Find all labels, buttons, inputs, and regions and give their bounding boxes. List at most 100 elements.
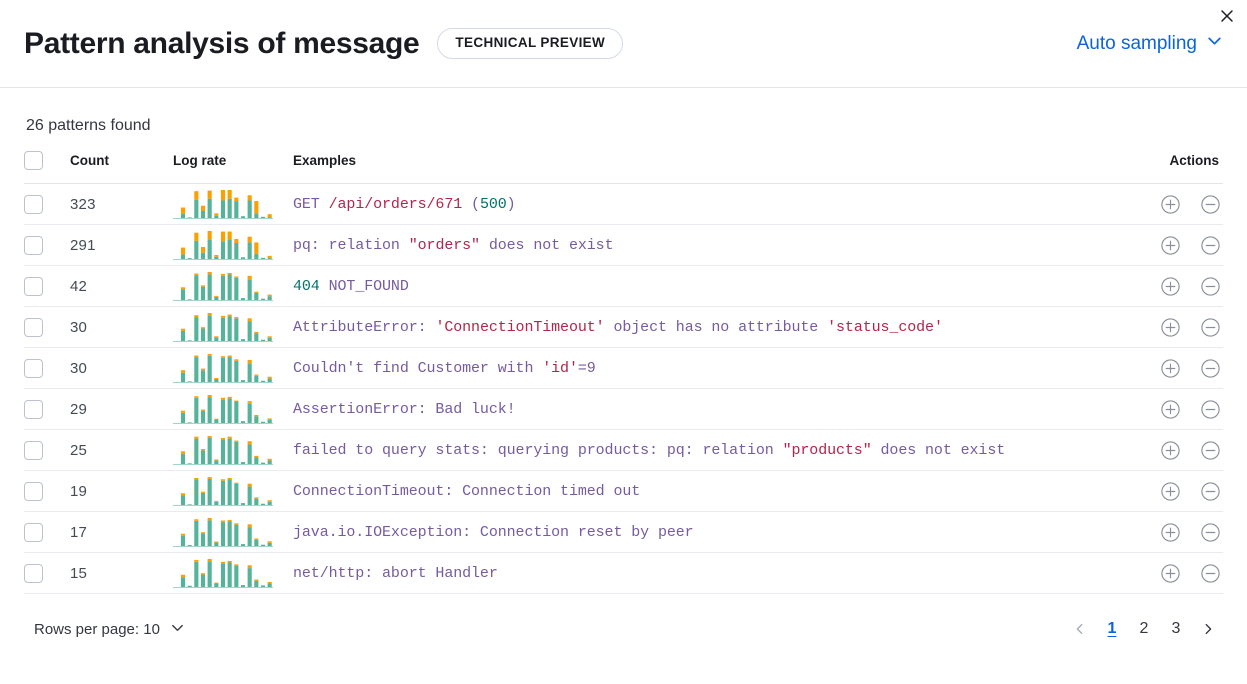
row-checkbox[interactable] [24, 481, 43, 501]
log-rate-sparkline [173, 306, 293, 348]
table-row[interactable]: 25 failed to query stats: querying produc… [24, 429, 1223, 471]
circle-minus-icon[interactable] [1197, 232, 1223, 258]
example-token: =9 [577, 359, 596, 377]
log-rate-sparkline [173, 265, 293, 307]
row-checkbox[interactable] [24, 194, 43, 214]
example-token: object has no attribute [604, 318, 828, 336]
circle-minus-icon[interactable] [1197, 396, 1223, 422]
row-count: 323 [70, 183, 173, 225]
circle-minus-icon[interactable] [1197, 191, 1223, 217]
circle-plus-icon[interactable] [1157, 396, 1183, 422]
example-token: does not exist [479, 236, 614, 254]
table-row[interactable]: 29 AssertionError: Bad luck! [24, 388, 1223, 430]
header-log-rate: Log rate [173, 151, 293, 184]
row-actions [1117, 429, 1223, 471]
row-example-message: GET /api/orders/671 (500) [293, 183, 1117, 225]
circle-minus-icon[interactable] [1197, 478, 1223, 504]
row-count: 15 [70, 552, 173, 594]
row-checkbox[interactable] [24, 358, 43, 378]
row-checkbox[interactable] [24, 563, 43, 583]
example-token: pq: relation [293, 236, 409, 254]
row-checkbox[interactable] [24, 399, 43, 419]
circle-minus-icon[interactable] [1197, 519, 1223, 545]
table-row[interactable]: 291 pq: relation "orders" does not exist [24, 224, 1223, 266]
row-select-cell [24, 224, 70, 266]
circle-minus-icon[interactable] [1197, 314, 1223, 340]
circle-plus-icon[interactable] [1157, 273, 1183, 299]
table-row[interactable]: 323 GET /api/orders/671 (500) [24, 183, 1223, 225]
row-checkbox[interactable] [24, 522, 43, 542]
rows-per-page-selector[interactable]: Rows per page: 10 [34, 620, 185, 639]
log-rate-sparkline [173, 224, 293, 266]
example-token: GET [293, 195, 329, 213]
log-rate-sparkline [173, 388, 293, 430]
close-icon[interactable] [1213, 2, 1241, 30]
circle-plus-icon[interactable] [1157, 314, 1183, 340]
log-rate-sparkline [173, 470, 293, 512]
row-example-message: java.io.IOException: Connection reset by… [293, 511, 1117, 553]
circle-plus-icon[interactable] [1157, 355, 1183, 381]
pagination: 1 2 3 [1065, 614, 1223, 644]
auto-sampling-label: Auto sampling [1076, 32, 1197, 54]
circle-plus-icon[interactable] [1157, 478, 1183, 504]
page-1-button[interactable]: 1 [1107, 620, 1117, 637]
circle-minus-icon[interactable] [1197, 560, 1223, 586]
circle-minus-icon[interactable] [1197, 273, 1223, 299]
example-token: failed to query stats: querying products… [293, 441, 783, 459]
circle-plus-icon[interactable] [1157, 437, 1183, 463]
row-checkbox[interactable] [24, 235, 43, 255]
row-count: 291 [70, 224, 173, 266]
row-select-cell [24, 511, 70, 553]
row-actions [1117, 347, 1223, 389]
row-count: 30 [70, 306, 173, 348]
example-token: "orders" [408, 236, 480, 254]
row-count: 25 [70, 429, 173, 471]
row-select-cell [24, 183, 70, 225]
chevron-left-icon[interactable] [1065, 614, 1095, 644]
row-example-message: 404 NOT_FOUND [293, 265, 1117, 307]
page-2-button[interactable]: 2 [1139, 620, 1149, 637]
row-checkbox[interactable] [24, 440, 43, 460]
row-actions [1117, 306, 1223, 348]
header-count[interactable]: Count [70, 151, 173, 184]
example-token: 'ConnectionTimeout' [435, 318, 605, 336]
row-checkbox[interactable] [24, 276, 43, 296]
circle-minus-icon[interactable] [1197, 355, 1223, 381]
example-token: 500 [479, 195, 507, 213]
circle-minus-icon[interactable] [1197, 437, 1223, 463]
circle-plus-icon[interactable] [1157, 519, 1183, 545]
row-example-message: net/http: abort Handler [293, 552, 1117, 594]
table-row[interactable]: 17 java.io.IOException: Connection reset … [24, 511, 1223, 553]
example-token: does not exist [871, 441, 1006, 459]
example-token: 404 [293, 277, 320, 295]
row-count: 29 [70, 388, 173, 430]
rows-per-page-label: Rows per page: 10 [34, 620, 160, 638]
page-3-button[interactable]: 3 [1171, 620, 1181, 637]
row-select-cell [24, 429, 70, 471]
chevron-right-icon[interactable] [1193, 614, 1223, 644]
log-rate-sparkline [173, 552, 293, 594]
header-right-controls: Auto sampling [1077, 32, 1223, 55]
table-row[interactable]: 15 net/http: abort Handler [24, 552, 1223, 594]
row-actions [1117, 388, 1223, 430]
circle-plus-icon[interactable] [1157, 232, 1183, 258]
circle-plus-icon[interactable] [1157, 191, 1183, 217]
auto-sampling-dropdown[interactable]: Auto sampling [1077, 32, 1223, 55]
example-token: AssertionError: Bad luck! [293, 400, 516, 418]
dialog-body: 26 patterns found Count Log rate Example… [0, 88, 1247, 594]
row-count: 17 [70, 511, 173, 553]
circle-plus-icon[interactable] [1157, 560, 1183, 586]
row-example-message: AssertionError: Bad luck! [293, 388, 1117, 430]
example-token: NOT_FOUND [319, 277, 409, 295]
select-all-checkbox[interactable] [24, 151, 43, 170]
row-actions [1117, 552, 1223, 594]
log-rate-sparkline [173, 429, 293, 471]
page-title: Pattern analysis of message [24, 26, 420, 60]
row-checkbox[interactable] [24, 317, 43, 337]
row-select-cell [24, 552, 70, 594]
row-select-cell [24, 347, 70, 389]
